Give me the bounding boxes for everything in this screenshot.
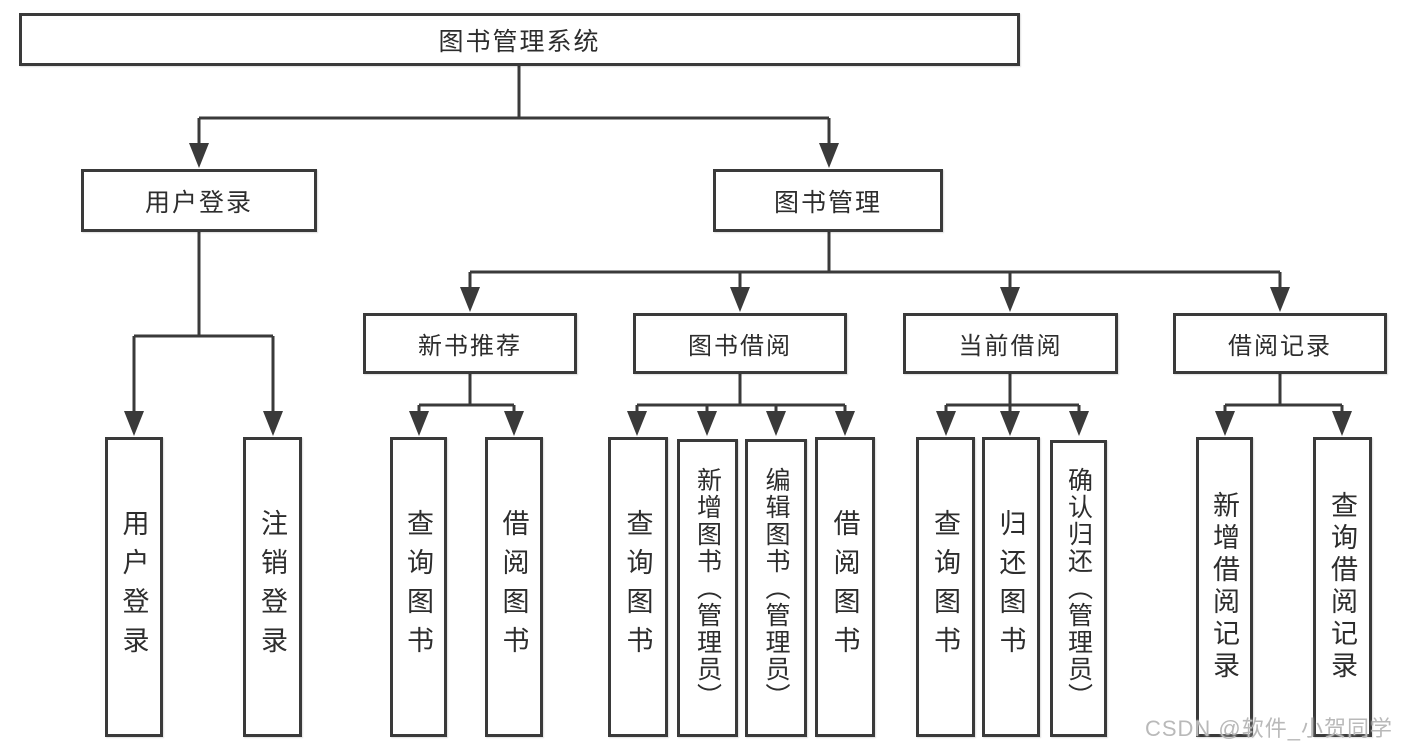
- leaf-bb-query-books: 查询图书: [608, 437, 668, 737]
- leaf-br-query-record: 查询借阅记录: [1313, 437, 1372, 737]
- watermark: CSDN @软件_小贺同学: [1144, 716, 1393, 741]
- leaf-nb-query-books: 查询图书: [390, 437, 447, 737]
- node-label: 查询图书: [930, 509, 960, 665]
- leaf-cb-query-books: 查询图书: [916, 437, 975, 737]
- leaf-cb-confirm-return-admin: 确认归还（管理员）: [1050, 440, 1107, 737]
- leaf-br-add-record: 新增借阅记录: [1196, 437, 1253, 737]
- leaf-bb-borrow-books: 借阅图书: [815, 437, 875, 737]
- node-label: 图书借阅: [688, 333, 792, 360]
- leaf-nb-borrow-books: 借阅图书: [485, 437, 543, 737]
- node-label: 归还图书: [995, 509, 1026, 665]
- node-label: 图书管理: [773, 188, 882, 217]
- node-label: 当前借阅: [958, 333, 1063, 360]
- node-user-login: 用户登录: [81, 169, 317, 232]
- node-label: 注销登录: [257, 509, 287, 665]
- node-label: 新书推荐: [418, 333, 522, 360]
- node-label: 编辑图书（管理员）: [762, 466, 790, 710]
- node-book-borrowing: 图书借阅: [633, 313, 847, 374]
- node-label: 用户登录: [144, 188, 253, 217]
- leaf-bb-edit-books-admin: 编辑图书（管理员）: [745, 439, 807, 737]
- node-label: 查询图书: [622, 509, 653, 665]
- node-book-management: 图书管理: [713, 169, 943, 232]
- node-library-system: 图书管理系统: [19, 13, 1020, 66]
- node-label: 查询借阅记录: [1327, 491, 1357, 683]
- node-label: 新增借阅记录: [1209, 491, 1239, 683]
- node-label: 查询图书: [403, 509, 433, 665]
- leaf-user-login: 用户登录: [105, 437, 163, 737]
- node-label: 用户登录: [118, 509, 149, 665]
- node-current-borrowing: 当前借阅: [903, 313, 1118, 374]
- leaf-bb-add-books-admin: 新增图书（管理员）: [677, 439, 738, 737]
- node-label: 借阅图书: [829, 509, 860, 665]
- node-label: 图书管理系统: [438, 27, 601, 56]
- node-label: 新增图书（管理员）: [693, 466, 722, 710]
- node-label: 确认归还（管理员）: [1064, 467, 1093, 710]
- node-label: 借阅记录: [1228, 333, 1332, 360]
- node-borrowing-records: 借阅记录: [1173, 313, 1387, 374]
- node-new-book-recommend: 新书推荐: [363, 313, 577, 374]
- leaf-logout: 注销登录: [243, 437, 302, 737]
- node-label: 借阅图书: [498, 509, 529, 665]
- leaf-cb-return-books: 归还图书: [982, 437, 1040, 737]
